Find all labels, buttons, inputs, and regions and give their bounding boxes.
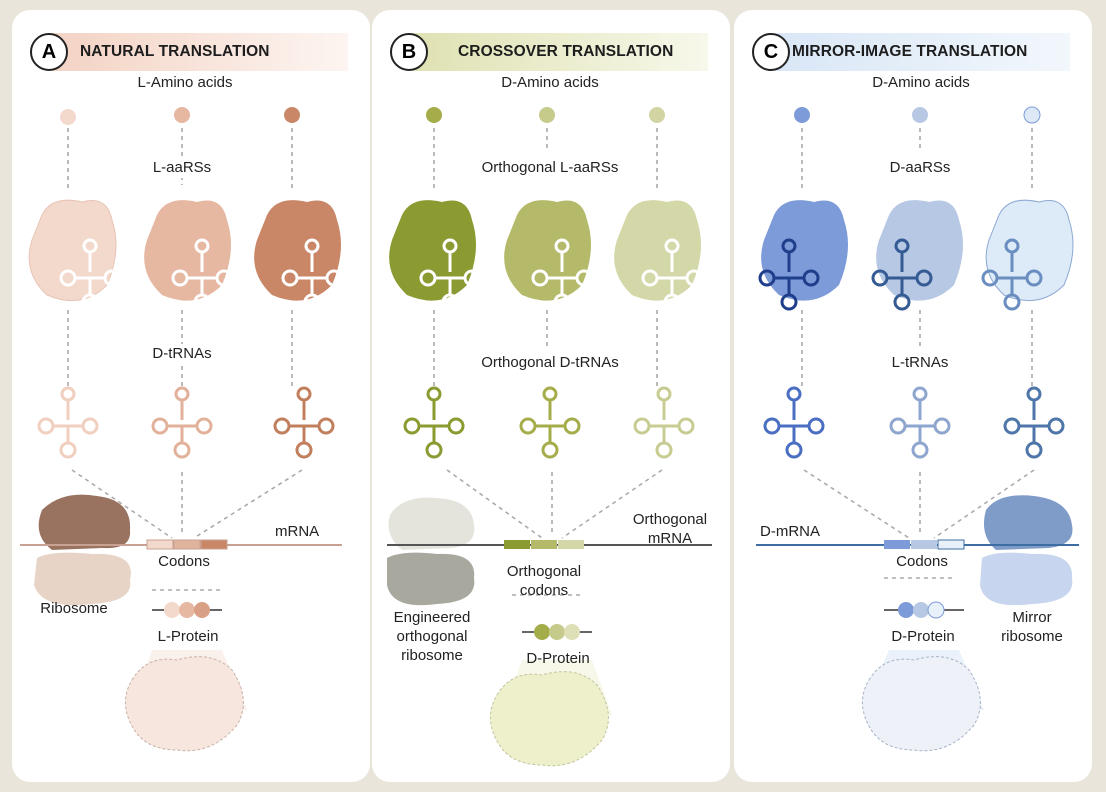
amino-acid-icon [174, 107, 190, 123]
aars-enzyme-icon [504, 200, 591, 301]
aars-label: L-aaRSs [149, 158, 215, 178]
amino-acids-label: D-Amino acids [872, 74, 970, 91]
protein-bead [164, 602, 180, 618]
codon-box [531, 540, 557, 549]
amino-acid-icon [912, 107, 928, 123]
protein-bead [534, 624, 550, 640]
panel-b-badge: B [390, 33, 428, 71]
codon-box [146, 539, 174, 550]
amino-acid-icon [60, 109, 76, 125]
codons-label-line1: Orthogonal [506, 563, 582, 580]
panel-b-illustration [387, 33, 712, 767]
ribosome-icon [38, 494, 131, 550]
panel-a-illustration [20, 33, 348, 752]
folded-protein-icon [862, 656, 981, 752]
ribosome-label-line3: ribosome [401, 647, 463, 664]
trnas-label: L-tRNAs [888, 353, 952, 373]
panel-c-header: C MIRROR-IMAGE TRANSLATION [752, 28, 1072, 76]
amino-acid-icon [539, 107, 555, 123]
ribosome-icon [983, 495, 1073, 550]
ribosome-label-line1: Mirror [1012, 609, 1052, 626]
panel-crossover-translation: B CROSSOVER TRANSLATION D-Amino acids Or… [372, 10, 730, 782]
amino-acid-icon [426, 107, 442, 123]
trnas-label: D-tRNAs [149, 344, 215, 364]
protein-label: L-Protein [157, 628, 219, 645]
panel-b-title: CROSSOVER TRANSLATION [458, 43, 674, 60]
panel-c-badge: C [752, 33, 790, 71]
codon-box [937, 539, 965, 550]
codon-box [504, 540, 530, 549]
amino-acid-icon [649, 107, 665, 123]
codons-label-line2: codons [519, 582, 569, 599]
aars-label: D-aaRSs [886, 158, 954, 178]
panel-a-title: NATURAL TRANSLATION [80, 43, 270, 60]
mrna-label-line1: Orthogonal [632, 511, 708, 528]
ribosome-icon [388, 497, 475, 550]
amino-acid-icon [794, 107, 810, 123]
aars-enzyme-icon [761, 200, 848, 301]
codon-box [173, 539, 201, 550]
mrna-label-line2: mRNA [647, 530, 693, 547]
folded-protein-icon [490, 671, 609, 767]
codons-label: Codons [158, 553, 210, 570]
ribosome-label-line2: ribosome [1001, 628, 1063, 645]
panel-mirror-image-translation: C MIRROR-IMAGE TRANSLATION D-Amino acids… [734, 10, 1092, 782]
mrna-label: mRNA [275, 523, 320, 540]
aars-enzyme-icon [28, 199, 117, 302]
aars-enzyme-icon [389, 200, 476, 301]
mrna-label: D-mRNA [760, 523, 820, 540]
protein-label: D-Protein [891, 628, 955, 645]
panel-natural-translation: A NATURAL TRANSLATION L-Amino acids L-aa… [12, 10, 370, 782]
codon-box [911, 540, 937, 549]
panel-a-badge: A [30, 33, 68, 71]
aars-enzyme-icon [144, 200, 231, 301]
panel-b-header: B CROSSOVER TRANSLATION [390, 28, 710, 76]
protein-label: D-Protein [526, 650, 590, 667]
codon-box [200, 539, 228, 550]
trnas-label: Orthogonal D-tRNAs [478, 353, 622, 373]
protein-bead [898, 602, 914, 618]
panel-c-title: MIRROR-IMAGE TRANSLATION [792, 43, 1028, 60]
codon-box [884, 540, 910, 549]
panel-a-header: A NATURAL TRANSLATION [30, 28, 350, 76]
amino-acid-icon [284, 107, 300, 123]
ribosome-label-line1: Engineered [393, 609, 471, 626]
amino-acids-label: L-Amino acids [137, 74, 233, 91]
codon-box [558, 540, 584, 549]
aars-enzyme-icon [254, 200, 341, 301]
folded-protein-icon [125, 656, 244, 752]
codons-label: Codons [896, 553, 948, 570]
amino-acids-label: D-Amino acids [501, 74, 599, 91]
aars-enzyme-icon [614, 200, 701, 301]
aars-enzyme-icon [876, 200, 963, 301]
aars-label: Orthogonal L-aaRSs [478, 158, 622, 178]
aars-enzyme-icon [985, 199, 1074, 302]
amino-acid-icon [1023, 106, 1041, 124]
ribosome-label: Ribosome [40, 600, 108, 617]
ribosome-label-line2: orthogonal [396, 628, 468, 645]
panel-c-illustration [756, 33, 1079, 752]
